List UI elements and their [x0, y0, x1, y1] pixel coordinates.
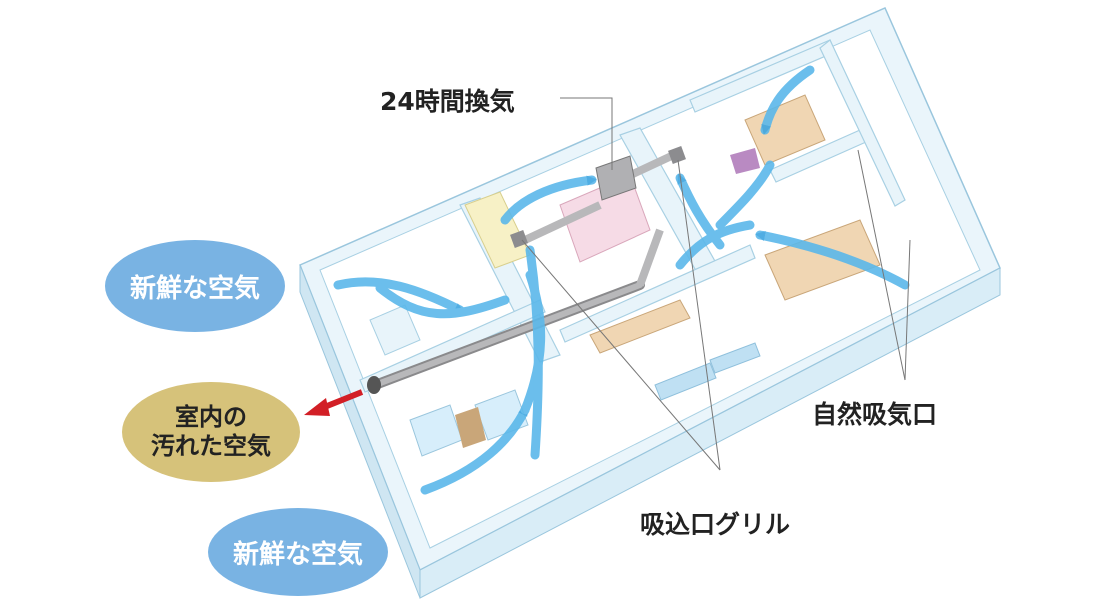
ventilation-24h-label: 24時間換気	[380, 87, 515, 116]
intake-grilles	[510, 146, 686, 248]
fresh-air-bubble-top: 新鮮な空気	[105, 240, 285, 332]
furniture	[369, 94, 881, 457]
airflow-arrows	[333, 65, 910, 495]
natural-inlet-label: 自然吸気口	[812, 400, 938, 429]
fresh-air-bubble-bottom: 新鮮な空気	[208, 508, 388, 596]
intake-grille-label: 吸込口グリル	[640, 510, 791, 539]
fresh-air-text-bottom: 新鮮な空気	[232, 539, 363, 570]
dirty-air-text-line2: 汚れた空気	[151, 432, 271, 460]
dirty-air-text-line1: 室内の	[175, 403, 247, 432]
dirty-air-bubble: 室内の 汚れた空気	[122, 382, 300, 482]
leader-lines	[521, 97, 911, 471]
exhaust-duct	[367, 148, 682, 394]
fresh-air-text-top: 新鮮な空気	[129, 273, 260, 304]
exhaust-arrow	[304, 389, 364, 416]
